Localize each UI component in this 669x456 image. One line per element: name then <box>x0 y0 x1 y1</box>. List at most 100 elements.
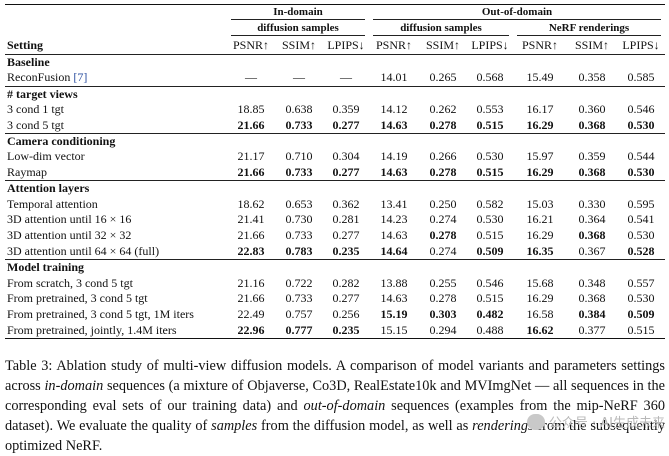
caption-text: from the subsequently optimized NeRF. <box>5 418 665 454</box>
row-label-text: 3D attention until 32 × 32 <box>7 228 132 243</box>
row-label: 3 cond 5 tgt <box>5 117 227 133</box>
metric-cell: 14.63 <box>380 291 408 306</box>
metric-cell: 14.12 <box>380 102 408 117</box>
metric-cell: 0.515 <box>476 228 504 243</box>
metric-cell: 0.368 <box>578 165 606 180</box>
row-label-text: ReconFusion <box>7 70 71 85</box>
setting-header: Setting <box>5 37 227 55</box>
metric-cell: 0.277 <box>332 117 360 132</box>
caption-italic: out-of-domain <box>303 398 386 414</box>
metric-header: PSNR↑ <box>369 37 419 55</box>
metric-cell: 0.235 <box>323 322 369 339</box>
metric-cell: 0.274 <box>429 243 457 258</box>
metric-cell: 14.64 <box>380 243 408 258</box>
caption-text: from the diffusion model, as well as <box>257 418 473 434</box>
section-title: Camera conditioning <box>5 133 665 150</box>
metric-cell: 0.278 <box>429 165 457 180</box>
row-label: From pretrained, jointly, 1.4M iters <box>5 322 227 339</box>
metric-cell: 16.58 <box>526 306 554 321</box>
metric-cell: 15.03 <box>526 196 554 211</box>
metric-cell: 0.530 <box>627 165 655 180</box>
metric-cell: 0.278 <box>429 228 457 243</box>
metric-header: LPIPS↓ <box>323 37 369 55</box>
header-row-domains: In-domain Out-of-domain <box>5 5 665 21</box>
metric-cell: 0.595 <box>627 196 655 211</box>
section-header-row: Model training <box>5 259 665 276</box>
metric-header: LPIPS↓ <box>467 37 513 55</box>
metric-header: SSIM↑ <box>419 37 467 55</box>
metric-cell: 0.265 <box>429 70 457 85</box>
caption-text: sequences (examples from the mip-NeRF 36… <box>5 398 666 434</box>
metric-cell: 0.710 <box>285 149 313 164</box>
metric-cell: 0.530 <box>627 228 655 243</box>
metric-cell: 0.278 <box>429 291 457 306</box>
metric-cell: 0.568 <box>476 70 504 85</box>
metric-cell: 21.16 <box>237 275 265 290</box>
citation-link[interactable]: [7] <box>73 70 88 85</box>
metric-cell: 0.368 <box>578 117 606 132</box>
metric-cell: 13.41 <box>380 196 408 211</box>
metric-cell: 14.63 <box>380 165 408 180</box>
metric-cell: 0.546 <box>627 102 655 117</box>
metric-cell: 15.97 <box>526 149 554 164</box>
row-label: Low-dim vector <box>5 149 227 165</box>
caption-text: Table 3: Ablation study of multi-view di… <box>5 358 665 394</box>
section-header-row: Camera conditioning <box>5 133 665 150</box>
metric-cell: 0.368 <box>578 291 606 306</box>
metric-cell: 0.274 <box>429 212 457 227</box>
metric-cell: 0.282 <box>332 275 360 290</box>
row-label-text: Raymap <box>7 165 47 180</box>
metric-cell: 14.63 <box>380 117 408 132</box>
metric-cell: 13.88 <box>380 275 408 290</box>
in-domain-header: In-domain <box>231 6 365 20</box>
metric-cell: 0.783 <box>285 243 313 258</box>
metric-cell: 0.733 <box>285 117 313 132</box>
metric-cell: 15.15 <box>369 322 419 339</box>
metric-cell: 16.29 <box>526 165 554 180</box>
ablation-table-container: In-domain Out-of-domain diffusion sample… <box>5 4 665 339</box>
section-title: Baseline <box>5 54 665 70</box>
metric-cell: 0.553 <box>476 102 504 117</box>
metric-cell: 0.277 <box>332 165 360 180</box>
metric-cell: 0.515 <box>476 291 504 306</box>
metric-header: LPIPS↓ <box>617 37 665 55</box>
metric-cell: 0.733 <box>285 291 313 306</box>
metric-cell: 0.757 <box>285 306 313 321</box>
metric-cell: 0.722 <box>285 275 313 290</box>
wechat-icon <box>526 413 545 430</box>
metric-cell: 18.62 <box>237 196 265 211</box>
metric-cell: 22.49 <box>237 306 265 321</box>
diffusion-samples-out-header: diffusion samples <box>373 22 509 36</box>
row-label: 3D attention until 64 × 64 (full) <box>5 244 227 260</box>
ablation-table: In-domain Out-of-domain diffusion sample… <box>5 4 665 339</box>
metric-cell: 0.250 <box>429 196 457 211</box>
metric-cell: 0.255 <box>429 275 457 290</box>
metric-cell: 0.358 <box>578 70 606 85</box>
section-title: Model training <box>5 259 665 276</box>
metric-cell: 21.17 <box>237 149 265 164</box>
row-label: 3D attention until 16 × 16 <box>5 212 227 228</box>
metric-cell: 16.21 <box>526 212 554 227</box>
metric-cell: — <box>293 70 305 85</box>
metric-cell: 0.515 <box>617 322 665 339</box>
metric-cell: 0.482 <box>476 306 504 321</box>
metric-cell: 0.541 <box>627 212 655 227</box>
metric-cell: 0.256 <box>332 306 360 321</box>
caption-italic: renderings <box>472 418 534 434</box>
section-title: # target views <box>5 85 665 102</box>
metric-cell: 0.638 <box>285 102 313 117</box>
out-of-domain-header: Out-of-domain <box>373 6 661 20</box>
watermark: 公众号 · AI生成未来 <box>526 412 665 431</box>
metric-cell: 0.235 <box>332 243 360 258</box>
metric-cell: 0.266 <box>429 149 457 164</box>
row-label-text: 3 cond 5 tgt <box>7 117 64 132</box>
